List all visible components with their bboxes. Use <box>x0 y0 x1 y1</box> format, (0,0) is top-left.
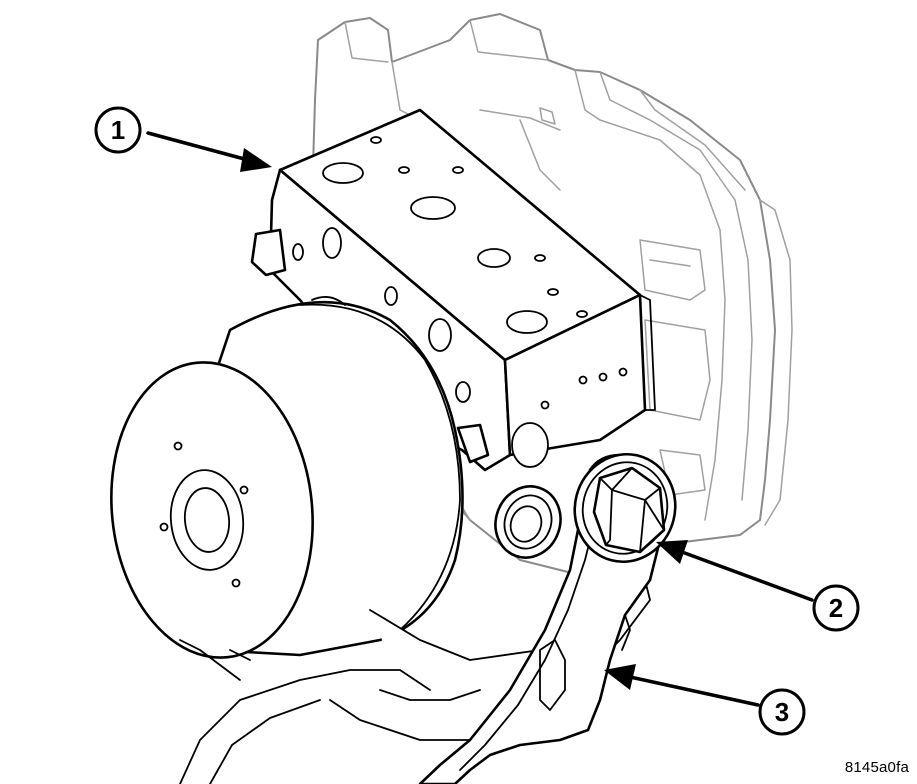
isolator-grommet <box>494 485 562 559</box>
callout-1-label: 1 <box>111 115 125 145</box>
mounting-bolt <box>573 452 677 564</box>
callout-2: 2 <box>656 540 860 632</box>
figure-code: 8145a0fa <box>844 759 909 776</box>
callout-2-label: 2 <box>829 593 843 623</box>
callout-1: 1 <box>94 106 272 172</box>
pump-motor <box>110 296 464 659</box>
callout-3-label: 3 <box>775 697 789 727</box>
callout-3: 3 <box>604 664 806 736</box>
